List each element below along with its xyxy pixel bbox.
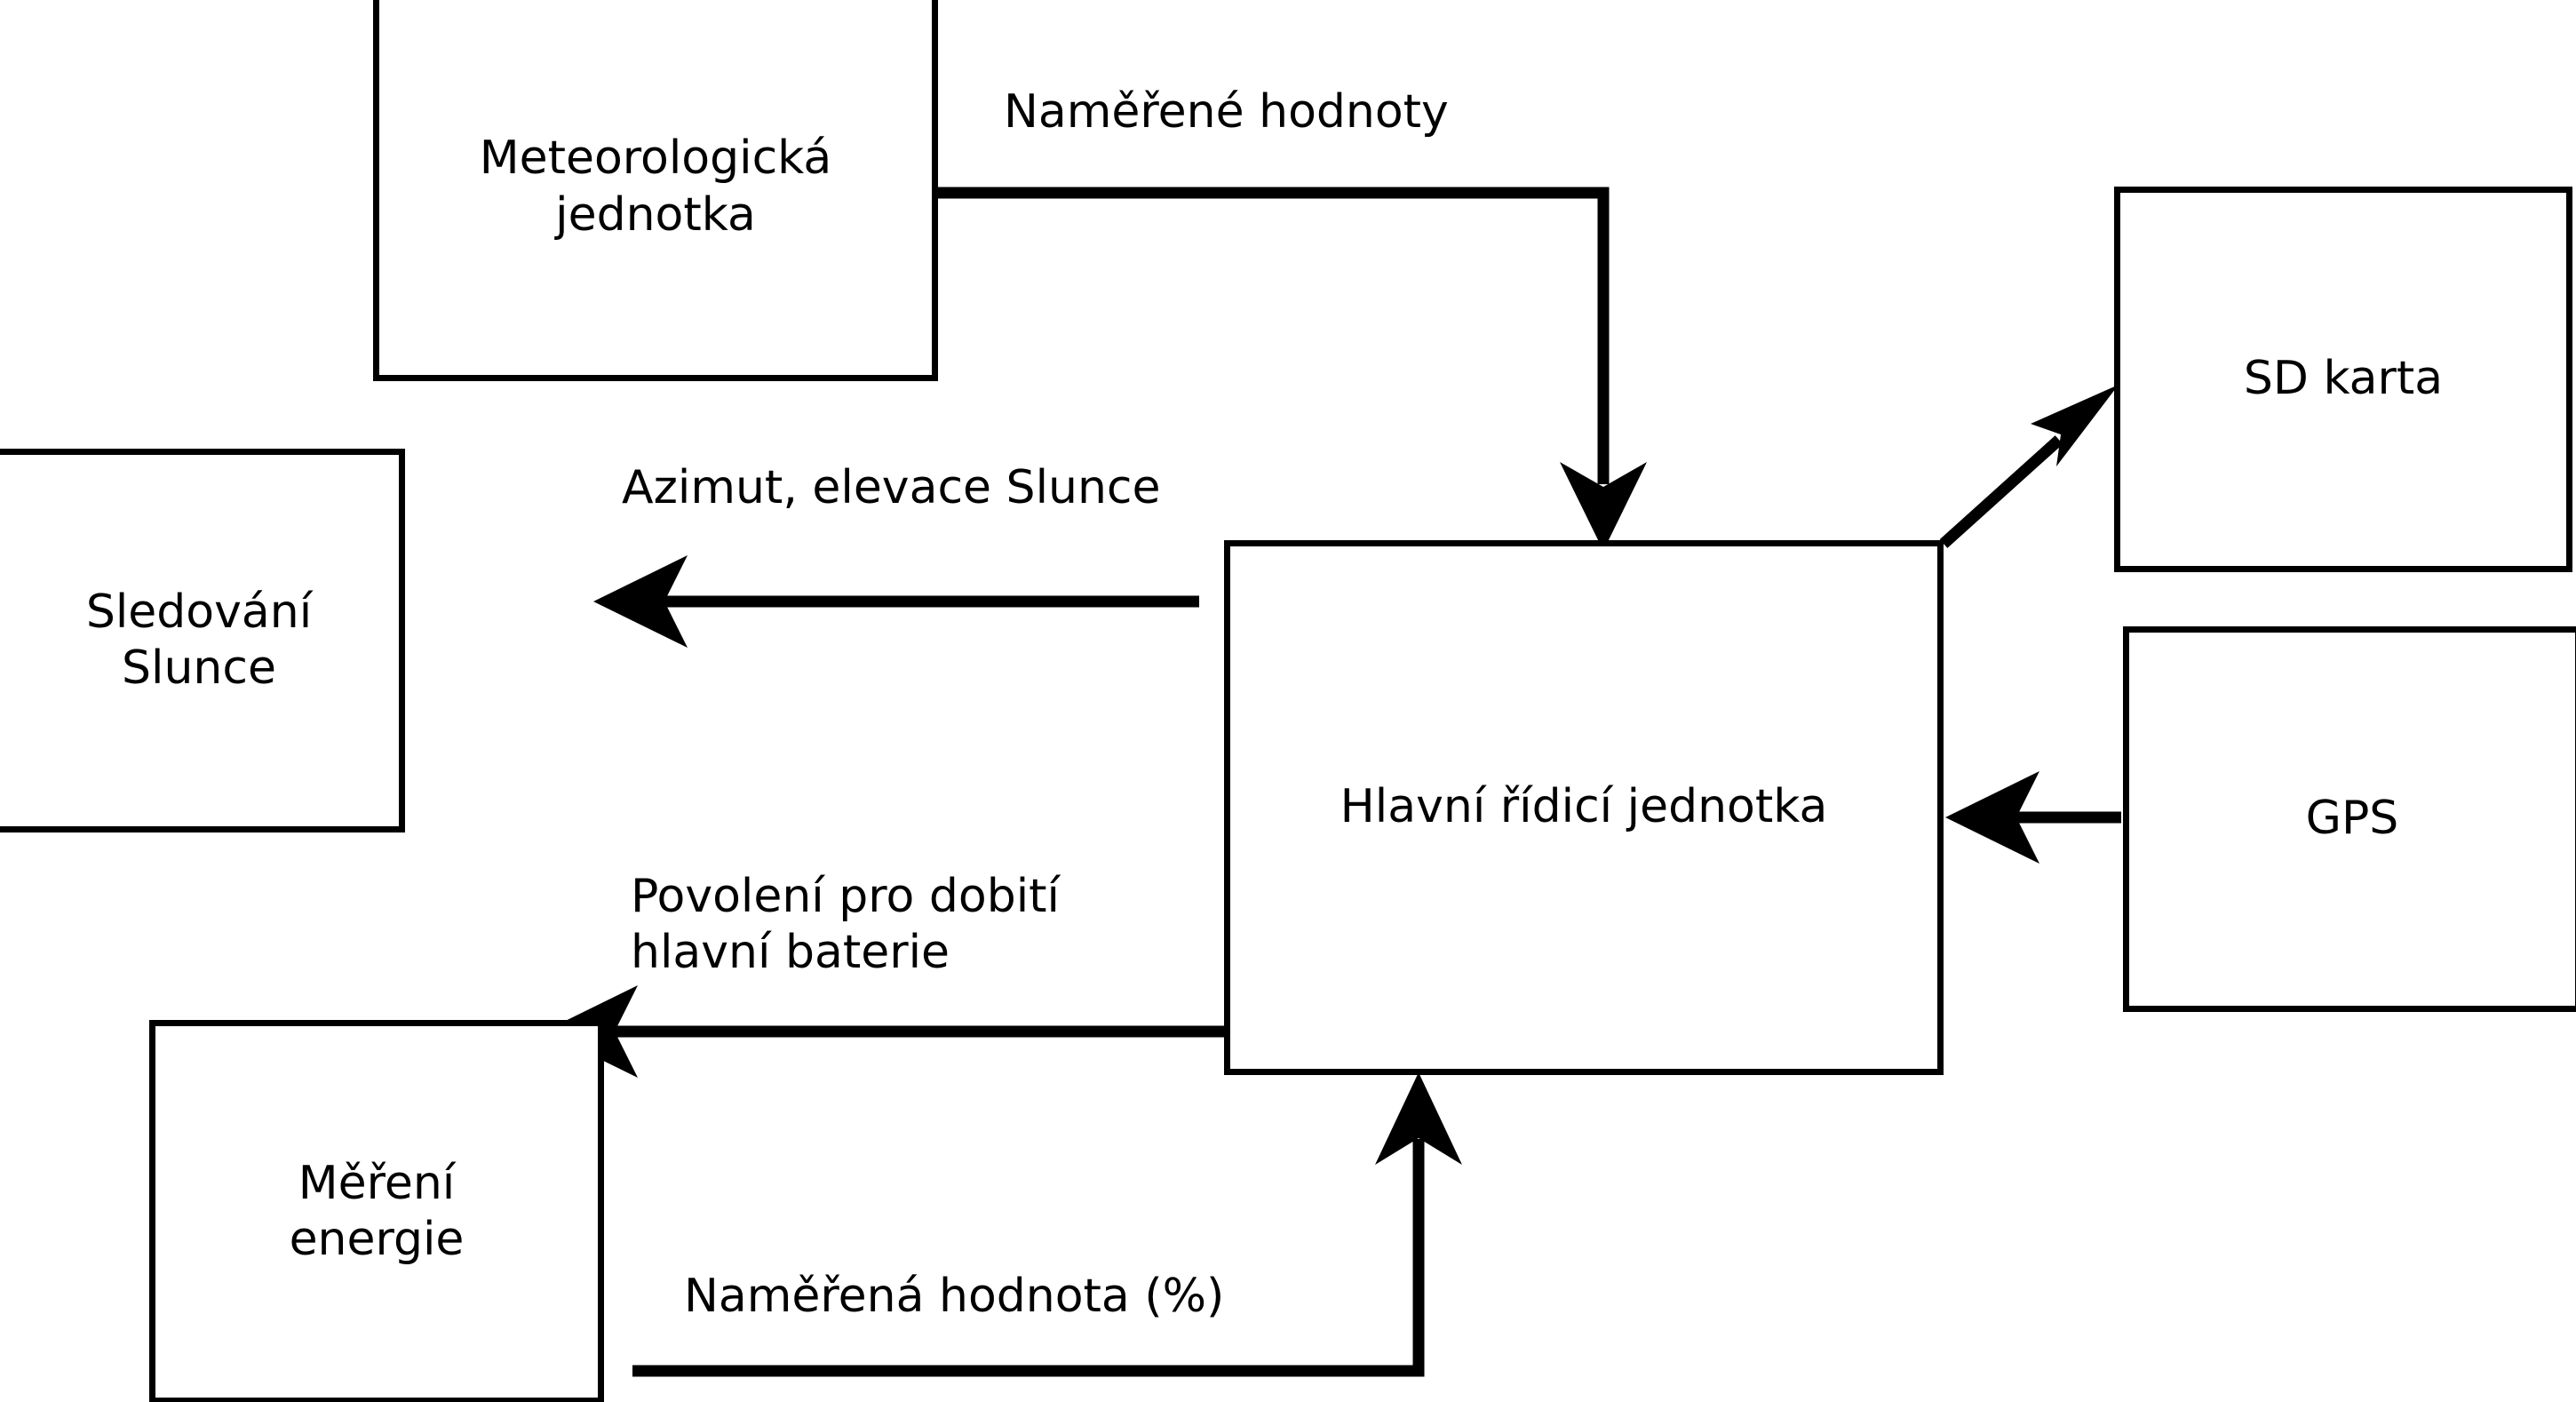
connector-gps-to-main <box>1945 771 2121 864</box>
connector-main-to-tracking <box>593 555 1199 648</box>
node-gps[interactable]: GPS <box>2123 626 2576 1012</box>
node-meteorologicka-jednotka[interactable]: Meteorologická jednotka <box>373 0 938 381</box>
node-label: Meteorologická jednotka <box>479 131 832 242</box>
node-label: Měření energie <box>289 1156 465 1266</box>
node-sledovani-slunce[interactable]: Sledování Slunce <box>0 449 405 832</box>
connector-energy-to-main <box>632 1072 1462 1377</box>
node-sd-karta[interactable]: SD karta <box>2114 187 2572 572</box>
connector-main-to-sdcard <box>1939 385 2119 548</box>
edge-label-azimut-elevace-slunce: Azimut, elevace Slunce <box>622 461 1161 514</box>
node-mereni-energie[interactable]: Měření energie <box>149 1020 604 1402</box>
edge-label-namerena-hodnota-procenta: Naměřená hodnota (%) <box>684 1270 1225 1323</box>
node-label: Sledování Slunce <box>85 585 313 695</box>
node-label: Hlavní řídicí jednotka <box>1340 780 1828 834</box>
connector-main-to-energy <box>544 985 1224 1078</box>
node-label: GPS <box>2305 792 2399 846</box>
node-hlavni-ridici-jednotka[interactable]: Hlavní řídicí jednotka <box>1224 540 1944 1075</box>
node-label: SD karta <box>2243 352 2444 406</box>
connector-meteo-to-main <box>934 187 1647 551</box>
edge-label-povoleni-pro-dobiti: Povolení pro dobití hlavní baterie <box>631 870 1060 980</box>
edge-label-namerene-hodnoty: Naměřené hodnoty <box>1004 85 1449 139</box>
